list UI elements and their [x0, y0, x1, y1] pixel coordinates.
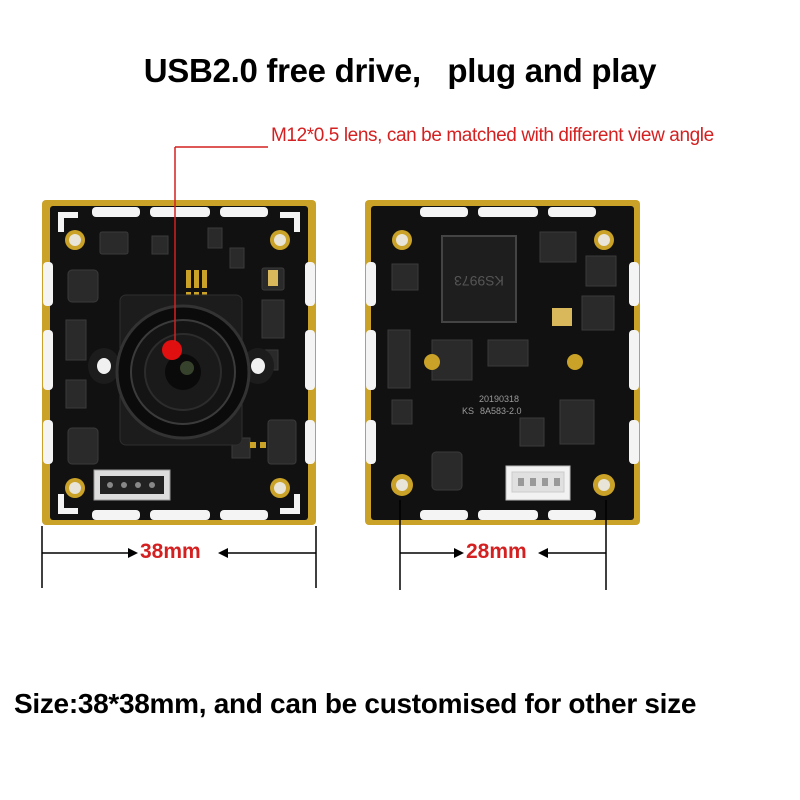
date-code: 20190318 — [479, 394, 519, 404]
lens-marker-dot — [162, 340, 182, 360]
back-pcb-board: KS9973 20190318 KS 8A583-2.0 — [365, 200, 640, 525]
front-pcb-board — [42, 200, 316, 525]
front-connector — [93, 469, 171, 501]
back-width-label: 28mm — [464, 540, 529, 564]
front-dimension-line — [41, 526, 317, 588]
size-caption: Size:38*38mm, and can be customised for … — [14, 688, 697, 719]
front-mounting-holes — [65, 230, 290, 498]
headline: USB2.0 free drive, plug and play — [143, 52, 657, 89]
back-mounting-holes — [391, 230, 615, 496]
back-dimension-line — [399, 500, 607, 590]
lens-callout-text: M12*0.5 lens, can be matched with differ… — [271, 125, 714, 146]
lens-callout-line — [174, 146, 268, 342]
board-marking: 8A583-2.0 — [480, 406, 522, 416]
chip-marking: KS9973 — [454, 273, 504, 289]
board-marking-prefix: KS — [462, 406, 474, 416]
m12-lens — [115, 304, 251, 440]
back-connector — [505, 465, 571, 501]
front-width-label: 38mm — [138, 540, 203, 564]
main-controller-chip: KS9973 — [441, 235, 517, 323]
